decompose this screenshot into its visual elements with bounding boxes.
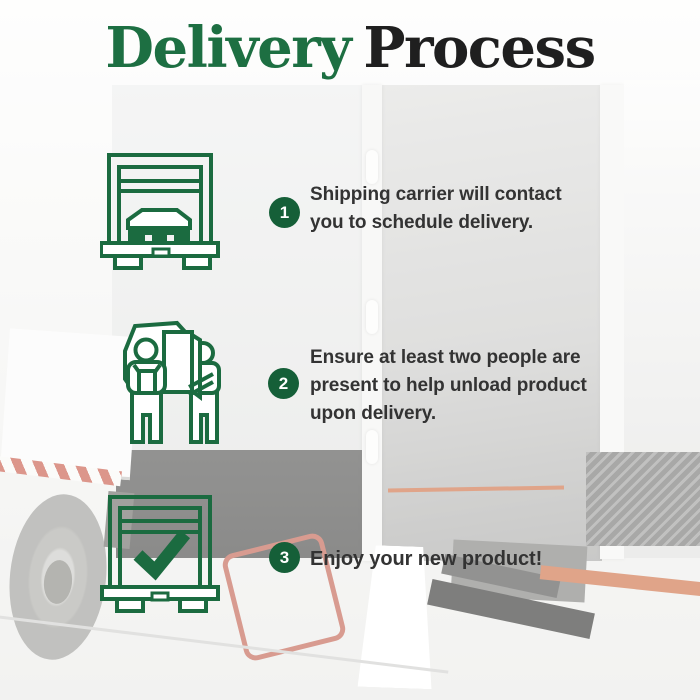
bg-cargo-dark-band xyxy=(116,450,368,558)
bg-door-hinge-knuckle xyxy=(366,430,378,464)
step-3-number-badge: 3 xyxy=(269,542,300,573)
step-2-description: Ensure at least two people are present t… xyxy=(310,347,587,424)
loading-dock-pallet-icon xyxy=(99,150,220,275)
step-1-description: Shipping carrier will contact you to sch… xyxy=(310,184,562,233)
package-checkmark-icon-svg xyxy=(100,495,220,613)
bg-dock-plate xyxy=(586,452,700,546)
bg-rear-swing-door xyxy=(380,85,602,561)
movers-carrying-box-icon-svg xyxy=(123,320,221,444)
step-1-number: 1 xyxy=(279,203,290,222)
title-word-process: Process xyxy=(363,15,596,81)
movers-carrying-box-icon xyxy=(110,315,225,450)
title-word-delivery: Delivery xyxy=(105,15,351,81)
step-2-number-badge: 2 xyxy=(268,368,299,399)
step-3-description: Enjoy your new product! xyxy=(310,548,543,570)
step-3-number: 3 xyxy=(279,548,290,567)
loading-dock-pallet-icon-svg xyxy=(99,153,220,270)
bg-door-hinge-knuckle xyxy=(366,150,378,184)
step-1-number-badge: 1 xyxy=(269,197,300,228)
package-checkmark-icon xyxy=(100,492,220,619)
step-2-number: 2 xyxy=(278,374,289,393)
bg-door-hinge-knuckle xyxy=(366,300,378,334)
